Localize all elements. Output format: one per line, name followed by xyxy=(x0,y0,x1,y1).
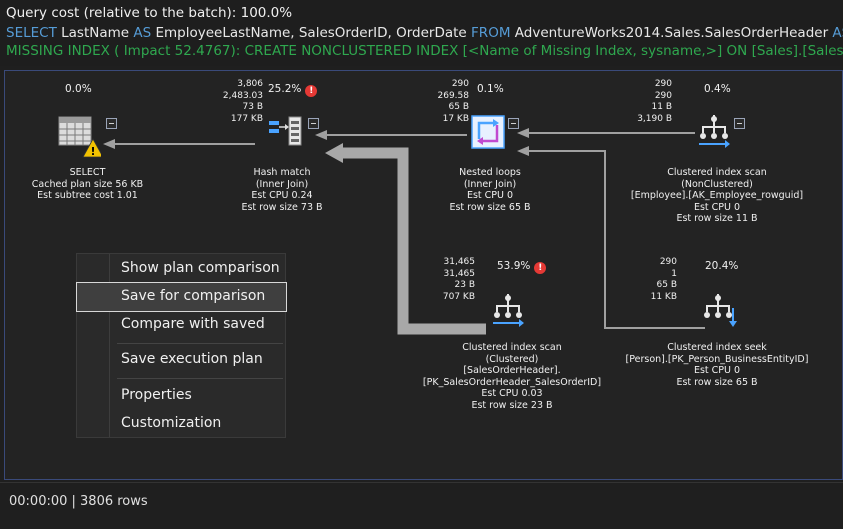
scan1-node-name: Clustered index scan xyxy=(667,167,767,178)
menu-item-customization[interactable]: Customization xyxy=(121,415,222,431)
missing-index-hint[interactable]: MISSING INDEX ( Impact 52.4767): CREATE … xyxy=(6,43,843,59)
index-scan-icon[interactable] xyxy=(697,113,731,149)
select-node-name: SELECT xyxy=(69,167,106,178)
hash-node-name: Hash match xyxy=(253,167,311,178)
nested-loops-icon[interactable] xyxy=(471,115,505,149)
scan2-cost-value: 53.9% xyxy=(497,260,531,272)
scan1-stats: 290 290 11 B 3,190 B xyxy=(627,79,672,125)
loops-stat-est-rows: 269.58 xyxy=(437,90,470,101)
select-collapse-toggle[interactable] xyxy=(106,118,117,129)
seek-stat-data-size: 11 KB xyxy=(650,291,677,302)
loops-node-detail: Est row size 65 B xyxy=(449,201,531,213)
scan1-stat-est-rows: 290 xyxy=(654,90,672,101)
loops-node-detail: (Inner Join) xyxy=(463,178,517,190)
seek-stat-row-size: 65 B xyxy=(656,280,678,290)
scan1-node-detail: (NonClustered) xyxy=(681,178,753,190)
sql-keyword: AS xyxy=(133,25,152,41)
scan2-node-detail: Est CPU 0.03 xyxy=(481,388,543,399)
loops-node-detail: Est CPU 0 xyxy=(466,190,514,201)
select-node-detail: Cached plan size 56 KB xyxy=(31,178,144,190)
index-seek-icon[interactable] xyxy=(701,292,739,328)
menu-item-properties[interactable]: Properties xyxy=(121,387,192,403)
sql-text: LastName xyxy=(56,25,134,41)
hash-stat-est-rows: 2,483.03 xyxy=(222,90,263,101)
hash-node-detail: Est CPU 0.24 xyxy=(251,190,313,201)
plan-context-menu: Show plan comparison Save for comparison… xyxy=(76,253,287,438)
seek-cost-percent: 20.4% xyxy=(705,260,739,272)
scan1-stat-rows: 290 xyxy=(654,79,672,89)
scan2-cost-percent: 53.9%! xyxy=(497,260,547,274)
hash-stat-row-size: 73 B xyxy=(242,102,264,112)
sql-keyword: FROM xyxy=(471,25,511,41)
scan2-stat-data-size: 707 KB xyxy=(442,291,475,302)
scan2-node-name: Clustered index scan xyxy=(462,342,562,353)
seek-stats: 290 1 65 B 11 KB xyxy=(637,257,677,303)
menu-item-compare-with-saved[interactable]: Compare with saved xyxy=(121,316,265,332)
scan2-stat-row-size: 23 B xyxy=(454,280,476,290)
scan2-stat-est-rows: 31,465 xyxy=(443,268,476,279)
scan2-stats: 31,465 31,465 23 B 707 KB xyxy=(431,257,475,303)
sql-keyword: SELECT xyxy=(6,25,57,41)
scan2-node-detail: (Clustered) xyxy=(485,353,539,365)
menu-separator xyxy=(117,378,283,379)
sql-text: EmployeeLastName, SalesOrderID, OrderDat… xyxy=(151,25,472,41)
seek-stat-rows: 290 xyxy=(659,257,677,267)
seek-node-detail: [Person].[PK_Person_BusinessEntityID] xyxy=(625,353,809,365)
plan-connectors xyxy=(103,128,705,335)
scan2-node-detail: [PK_SalesOrderHeader_SalesOrderID] xyxy=(422,376,602,388)
seek-node-detail: Est row size 65 B xyxy=(676,376,758,388)
scan1-stat-row-size: 11 B xyxy=(651,102,673,112)
loops-stat-row-size: 65 B xyxy=(448,102,470,112)
seek-node-name: Clustered index seek xyxy=(667,342,767,353)
scan1-node-detail: Est row size 11 B xyxy=(676,213,758,224)
loops-stat-data-size: 17 KB xyxy=(442,113,469,124)
svg-text:!: ! xyxy=(90,145,95,158)
loops-cost-percent: 0.1% xyxy=(477,83,504,95)
menu-item-save-execution-plan[interactable]: Save execution plan xyxy=(121,351,263,367)
seek-node-detail: Est CPU 0 xyxy=(693,365,741,376)
scan1-node-detail: Est CPU 0 xyxy=(693,201,741,213)
results-status-bar: 00:00:00 | 3806 rows xyxy=(0,482,843,529)
menu-icon-gutter xyxy=(109,254,110,437)
scan1-node-detail: [Employee].[AK_Employee_rowguid] xyxy=(630,190,804,201)
menu-separator xyxy=(117,343,283,344)
hash-stats: 3,806 2,483.03 73 B 177 KB xyxy=(213,79,263,125)
loops-node-name: Nested loops xyxy=(459,167,521,178)
scan2-node-detail: [SalesOrderHeader]. xyxy=(463,365,561,376)
execution-status-text: 00:00:00 | 3806 rows xyxy=(9,494,148,509)
menu-item-show-plan-comparison[interactable]: Show plan comparison xyxy=(121,260,280,276)
loops-collapse-toggle[interactable] xyxy=(508,118,519,129)
hash-stat-data-size: 177 KB xyxy=(230,113,263,124)
query-header: Query cost (relative to the batch): 100.… xyxy=(0,0,843,66)
scan1-collapse-toggle[interactable] xyxy=(734,118,745,129)
index-scan-icon[interactable] xyxy=(491,292,525,328)
scan2-stat-rows: 31,465 xyxy=(443,257,476,267)
query-cost-text: Query cost (relative to the batch): 100.… xyxy=(6,5,293,21)
hash-collapse-toggle[interactable] xyxy=(308,118,319,129)
hash-cost-value: 25.2% xyxy=(268,83,302,95)
query-sql-text[interactable]: SELECT LastName AS EmployeeLastName, Sal… xyxy=(6,25,843,41)
seek-stat-est-rows: 1 xyxy=(671,268,677,279)
warning-icon[interactable]: ! xyxy=(305,85,318,97)
scan1-stat-data-size: 3,190 B xyxy=(637,113,672,124)
sql-text: AdventureWorks2014.Sales.SalesOrderHeade… xyxy=(510,25,833,41)
warning-icon[interactable]: ! xyxy=(534,262,547,274)
select-node-detail: Est subtree cost 1.01 xyxy=(37,190,138,201)
scan2-node-detail: Est row size 23 B xyxy=(471,399,553,411)
hash-cost-percent: 25.2%! xyxy=(268,83,318,97)
sql-keyword: AS xyxy=(832,25,843,41)
select-table-icon[interactable]: ! xyxy=(57,115,101,159)
hash-node-detail: Est row size 73 B xyxy=(241,201,323,213)
hash-match-icon[interactable] xyxy=(267,115,305,149)
menu-item-save-for-comparison[interactable]: Save for comparison xyxy=(121,288,266,304)
hash-node-detail: (Inner Join) xyxy=(255,178,309,190)
hash-stat-rows: 3,806 xyxy=(237,79,263,89)
select-cost-percent: 0.0% xyxy=(65,83,92,95)
loops-stats: 290 269.58 65 B 17 KB xyxy=(421,79,470,125)
scan1-cost-percent: 0.4% xyxy=(704,83,731,95)
menu-highlight xyxy=(76,282,287,312)
loops-stat-rows: 290 xyxy=(451,79,469,89)
